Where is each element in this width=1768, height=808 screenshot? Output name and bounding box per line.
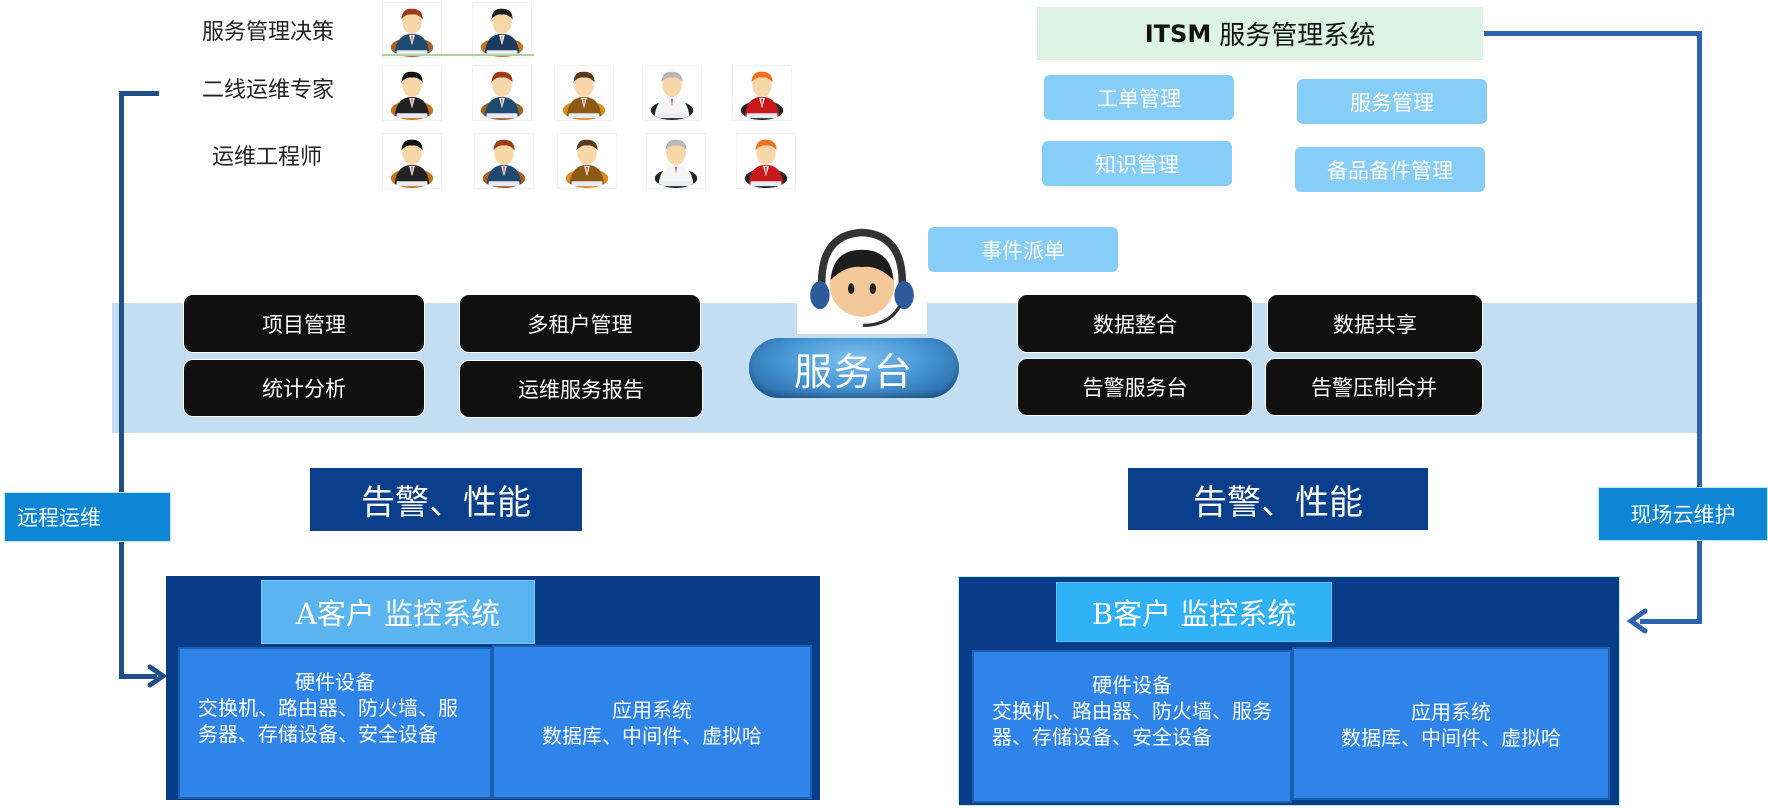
role-label-decision: 服务管理决策 xyxy=(202,20,335,45)
manager-avatar-icon xyxy=(472,2,532,58)
itsm-title-cn: 服务管理系统 xyxy=(1219,21,1376,51)
hardware-heading: 硬件设备 xyxy=(295,670,375,694)
block-statistics[interactable]: 统计分析 xyxy=(184,360,424,416)
expert-avatar-icon xyxy=(472,65,532,121)
customer-b-title: B客户 监控系统 xyxy=(1056,582,1332,642)
alert-performance-left: 告警、性能 xyxy=(310,468,582,531)
block-multi-tenant[interactable]: 多租户管理 xyxy=(460,295,700,352)
module-knowledge[interactable]: 知识管理 xyxy=(1042,141,1232,186)
block-data-integration[interactable]: 数据整合 xyxy=(1018,295,1252,352)
engineer-avatar-icon xyxy=(474,133,534,189)
module-service[interactable]: 服务管理 xyxy=(1297,79,1487,124)
customer-b-application[interactable]: 应用系统 数据库、中间件、虚拟哈 xyxy=(1292,647,1610,800)
customer-a-hardware[interactable]: 硬件设备 交换机、路由器、防火墙、服务器、存储设备、安全设备 xyxy=(178,647,492,799)
connector-right xyxy=(1697,31,1702,624)
application-heading: 应用系统 xyxy=(612,698,692,722)
engineer-avatar-icon xyxy=(557,133,617,189)
block-data-sharing[interactable]: 数据共享 xyxy=(1268,295,1482,352)
customer-b-hardware[interactable]: 硬件设备 交换机、路由器、防火墙、服务器、存储设备、安全设备 xyxy=(972,650,1292,803)
engineer-avatar-icon xyxy=(646,133,706,189)
block-ops-report[interactable]: 运维服务报告 xyxy=(460,361,702,417)
hardware-body: 交换机、路由器、防火墙、服务器、存储设备、安全设备 xyxy=(992,699,1272,749)
connector-left xyxy=(119,91,124,679)
role-label-expert: 二线运维专家 xyxy=(202,78,335,103)
module-work-order[interactable]: 工单管理 xyxy=(1044,75,1234,120)
expert-avatar-icon xyxy=(732,65,792,121)
hardware-body: 交换机、路由器、防火墙、服务器、存储设备、安全设备 xyxy=(198,696,458,746)
divider xyxy=(382,54,534,56)
headset-agent-icon xyxy=(797,226,927,334)
block-project-mgmt[interactable]: 项目管理 xyxy=(184,295,424,352)
application-body: 数据库、中间件、虚拟哈 xyxy=(542,724,762,748)
expert-avatar-icon xyxy=(554,65,614,121)
module-spare-parts[interactable]: 备品备件管理 xyxy=(1295,147,1485,192)
application-heading: 应用系统 xyxy=(1411,700,1491,724)
customer-a-title: A客户 监控系统 xyxy=(261,580,535,644)
dispatch-button[interactable]: 事件派单 xyxy=(928,227,1118,272)
block-alert-desk[interactable]: 告警服务台 xyxy=(1018,359,1252,415)
connector-left xyxy=(119,674,157,679)
manager-avatar-icon xyxy=(382,2,442,58)
itsm-title: ITSM 服务管理系统 xyxy=(1037,7,1483,60)
connector-left xyxy=(119,91,159,96)
alert-performance-right: 告警、性能 xyxy=(1128,468,1428,530)
service-desk-button[interactable]: 服务台 xyxy=(749,338,959,398)
customer-a-application[interactable]: 应用系统 数据库、中间件、虚拟哈 xyxy=(492,645,812,799)
onsite-cloud-label: 现场云维护 xyxy=(1598,487,1768,541)
remote-ops-label: 远程运维 xyxy=(4,492,171,542)
connector-right xyxy=(1484,31,1702,36)
arrow-right-icon xyxy=(146,664,168,688)
arrow-left-icon xyxy=(1626,608,1650,634)
expert-avatar-icon xyxy=(642,65,702,121)
role-label-engineer: 运维工程师 xyxy=(212,145,323,170)
expert-avatar-icon xyxy=(382,65,442,121)
engineer-avatar-icon xyxy=(736,133,796,189)
application-body: 数据库、中间件、虚拟哈 xyxy=(1341,726,1561,750)
connector-right xyxy=(1640,619,1702,624)
itsm-title-en: ITSM xyxy=(1144,19,1212,48)
engineer-avatar-icon xyxy=(382,133,442,189)
block-alert-suppression[interactable]: 告警压制合并 xyxy=(1266,359,1482,415)
hardware-heading: 硬件设备 xyxy=(1092,673,1172,697)
